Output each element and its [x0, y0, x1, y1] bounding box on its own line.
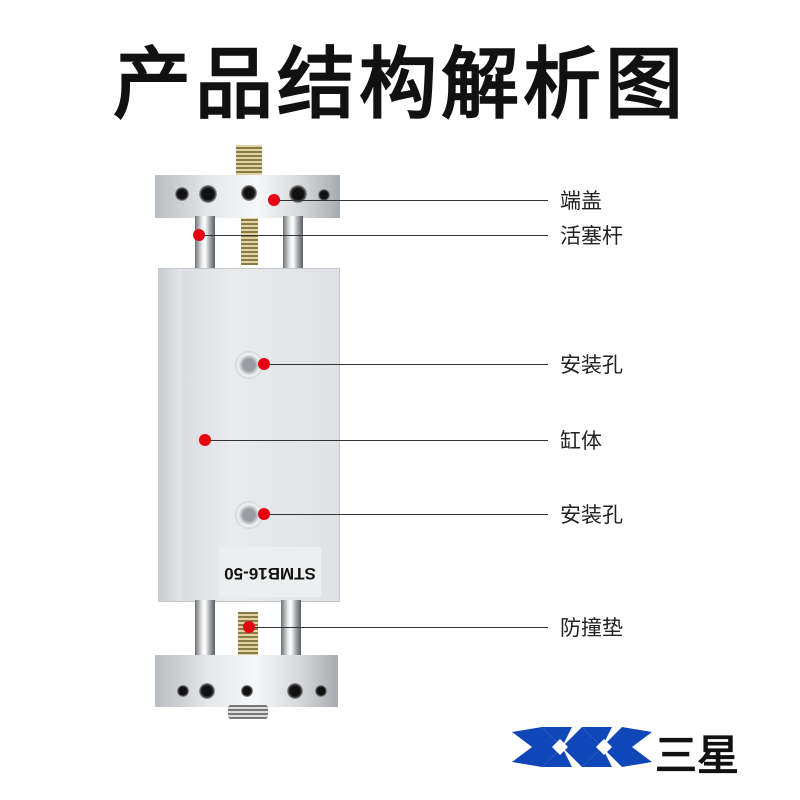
- brand-logo-icon: [512, 727, 652, 767]
- callout-label: 活塞杆: [560, 224, 623, 248]
- callout-dot: [199, 434, 211, 446]
- callout-label: 安装孔: [560, 353, 623, 377]
- brand-name: 三星: [655, 731, 740, 780]
- callout-dot: [258, 508, 270, 520]
- page-title: 产品结构解析图: [112, 40, 687, 130]
- bottom-nut: [228, 705, 268, 719]
- piston-rod-right-bottom: [281, 600, 301, 658]
- cylinder-body: [158, 268, 340, 602]
- callout-dot: [193, 229, 205, 241]
- callout-label: 安装孔: [560, 503, 623, 527]
- callout-dot: [243, 621, 255, 633]
- bottom-end-cap: [155, 655, 338, 707]
- top-end-cap: [155, 175, 340, 218]
- callout-dot: [258, 358, 270, 370]
- callout-label: 缸体: [560, 429, 602, 453]
- callout-label: 端盖: [560, 189, 602, 213]
- callout-label: 防撞垫: [560, 616, 623, 640]
- callout-dot: [268, 194, 280, 206]
- piston-rod-right-top: [283, 216, 303, 272]
- top-fitting: [236, 145, 262, 177]
- model-nameplate: STMB16-50: [219, 547, 321, 597]
- model-number: STMB16-50: [224, 564, 316, 583]
- piston-rod-left-top: [195, 216, 215, 272]
- piston-rod-left-bottom: [195, 600, 215, 658]
